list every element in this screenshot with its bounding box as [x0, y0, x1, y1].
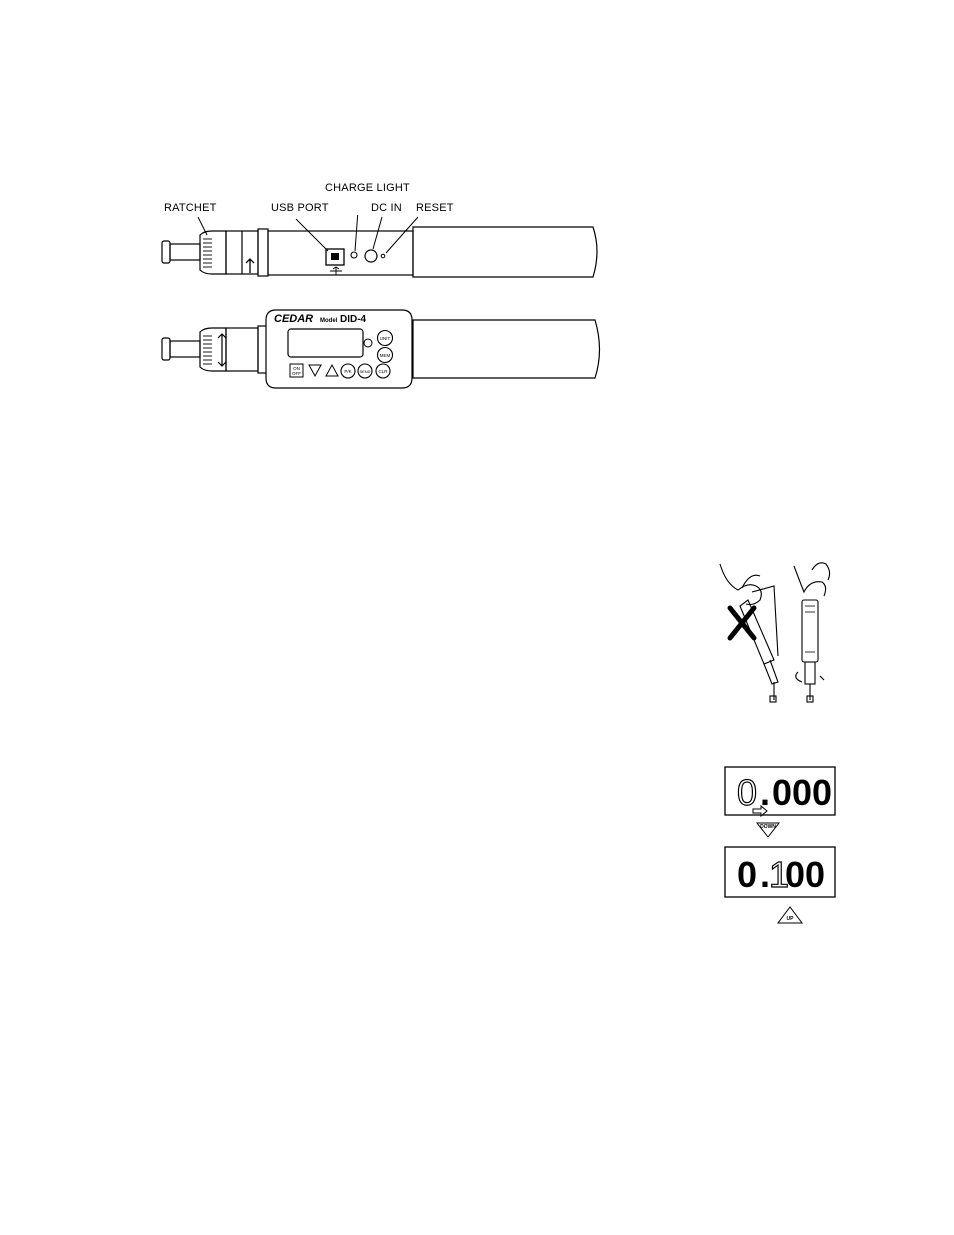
send-button[interactable] — [357, 363, 373, 379]
lcd2-digits: 00 — [785, 854, 825, 895]
lcd2-decimal: . — [760, 854, 770, 895]
lcd1-digits: 000 — [772, 772, 832, 813]
svg-text:ON: ON — [293, 366, 300, 371]
svg-text:SEND: SEND — [359, 369, 370, 374]
brand-text: CEDAR — [274, 313, 313, 325]
reset-label: RESET — [416, 202, 454, 214]
up-button-label: UP — [787, 916, 795, 922]
down-button-label: DOWN — [760, 824, 776, 830]
up-button-icon — [777, 906, 803, 924]
svg-text:UNIT: UNIT — [380, 336, 391, 341]
lcd1-decimal: . — [760, 772, 770, 813]
down-arrow-button[interactable] — [308, 364, 322, 378]
onoff-button[interactable] — [289, 363, 304, 378]
lcd-display-up: 0 . 1 00 UP — [724, 846, 836, 924]
svg-text:P/K: P/K — [344, 369, 351, 374]
mem-button[interactable] — [376, 346, 394, 364]
dc-in-label: DC IN — [371, 202, 402, 214]
cursor-arrow-icon — [752, 804, 768, 818]
ratchet-label: RATCHET — [164, 202, 217, 214]
usb-port-label: USB PORT — [271, 202, 329, 214]
svg-text:CLR: CLR — [378, 369, 388, 374]
model-text: DID-4 — [340, 314, 367, 325]
model-prefix: Model — [320, 318, 338, 324]
holding-illustration — [719, 562, 831, 703]
lcd-display-down: 0 . 000 DOWN — [724, 766, 836, 837]
lcd1-digit-blink: 0 — [737, 772, 757, 813]
lcd2-digit-blink: 1 — [769, 854, 789, 895]
screwdriver-front-view: CEDAR Model DID-4 UNIT MEM ON OFF P/K SE… — [161, 309, 601, 389]
lcd2-digit1: 0 — [737, 854, 757, 895]
clr-button[interactable] — [375, 363, 391, 379]
pk-button[interactable] — [340, 363, 356, 379]
svg-text:OFF: OFF — [292, 371, 301, 376]
unit-button[interactable] — [376, 329, 394, 347]
screwdriver-side-view — [161, 215, 598, 278]
down-button-icon — [755, 822, 781, 837]
svg-text:MEM: MEM — [380, 353, 391, 358]
up-arrow-button[interactable] — [325, 363, 339, 377]
charge-light-label: CHARGE LIGHT — [325, 182, 410, 194]
